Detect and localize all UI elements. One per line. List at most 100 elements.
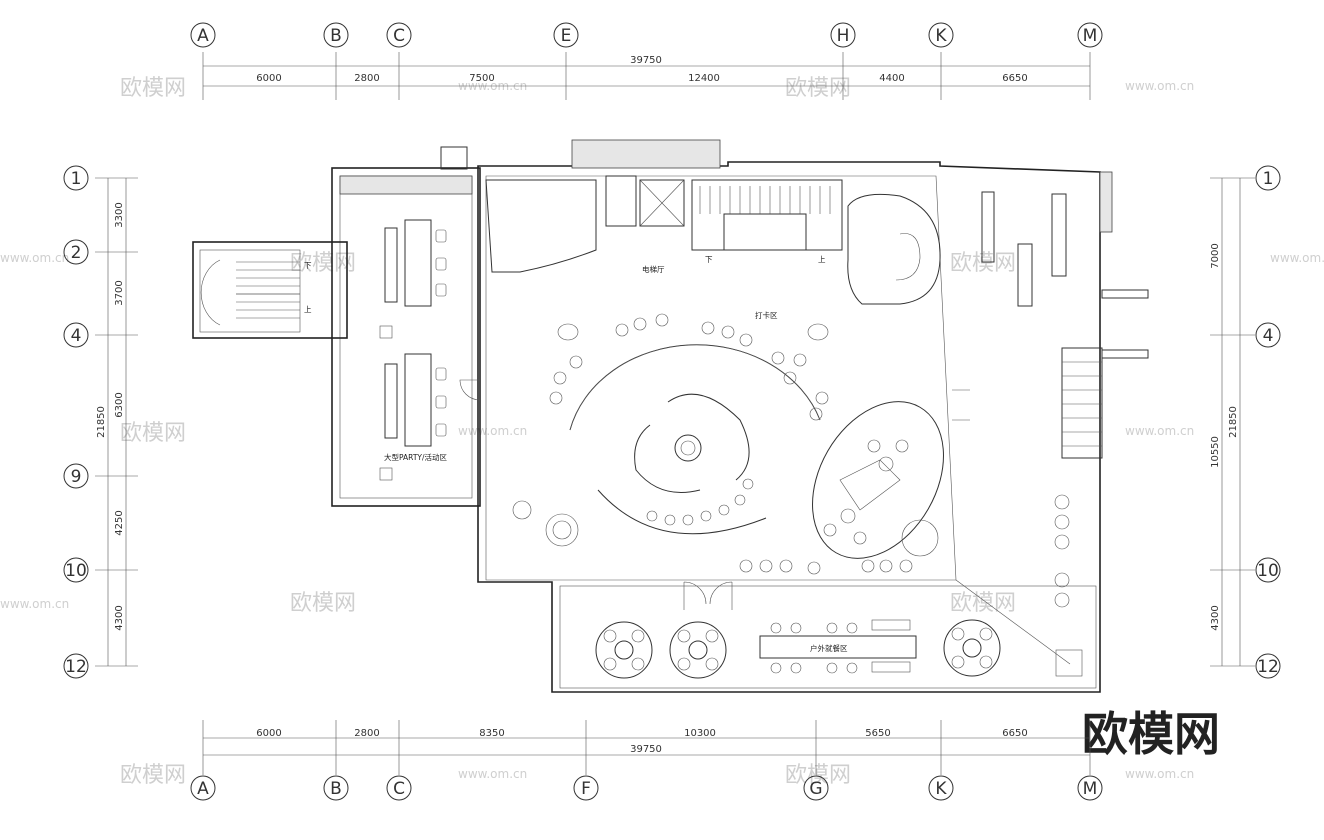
axis-bubble: A	[190, 22, 216, 48]
watermark-logo: 欧模网	[120, 421, 186, 446]
svg-text:B: B	[330, 26, 342, 46]
brand-watermark: 欧模网	[1082, 707, 1220, 761]
dimension-segment: 8350	[479, 728, 504, 739]
svg-text:9: 9	[71, 467, 82, 487]
axis-bubble: M	[1077, 775, 1103, 801]
svg-text:H: H	[837, 26, 850, 46]
central-feature: 打卡区	[512, 310, 944, 575]
dimension-total: 39750	[630, 744, 662, 755]
watermark-url: www.om.cn	[1270, 251, 1324, 265]
svg-text:1: 1	[71, 169, 82, 189]
building-outline: 下 上 下 上 电梯厅	[192, 139, 1149, 693]
svg-text:12: 12	[1257, 657, 1279, 677]
elevator-hall-label: 电梯厅	[642, 264, 665, 274]
axis-bubbles-bottom: A B C F G K M	[190, 775, 1103, 801]
axis-bubble: 12	[63, 653, 89, 679]
top-dimension-chain: 39750 6000 2800 7500 12400 4400 6650	[202, 52, 1091, 100]
svg-text:C: C	[393, 779, 405, 799]
axis-bubble: 10	[1255, 557, 1281, 583]
axis-bubbles-left: 1 2 4 9 10 12	[63, 165, 89, 679]
watermark-logo: 欧模网	[120, 76, 186, 101]
dimension-segment: 12400	[688, 73, 720, 84]
watermark-logo: 欧模网	[950, 251, 1016, 276]
dimension-segment: 3700	[114, 280, 125, 305]
outdoor-furniture: 户外就餐区	[459, 379, 1083, 679]
dimension-segment: 4400	[879, 73, 904, 84]
stair-down-label: 下	[705, 255, 713, 264]
dimension-segment: 2800	[354, 73, 379, 84]
dimension-segment: 5650	[865, 728, 890, 739]
dimension-segment: 10300	[684, 728, 716, 739]
axis-bubble: G	[803, 775, 829, 801]
dimension-total: 21850	[96, 406, 107, 438]
svg-text:M: M	[1083, 26, 1098, 46]
stair-down-label: 下	[304, 261, 312, 270]
dimension-segment: 6000	[256, 728, 281, 739]
axis-bubbles-top: A B C E H K M	[190, 22, 1103, 48]
axis-bubble: 4	[1255, 322, 1281, 348]
watermark-logo: 欧模网	[785, 763, 851, 788]
axis-bubble: 10	[63, 557, 89, 583]
axis-bubble: 2	[63, 239, 89, 265]
svg-text:G: G	[809, 779, 822, 799]
party-area-label: 大型PARTY/活动区	[384, 452, 448, 462]
axis-bubble: C	[386, 22, 412, 48]
outdoor-dining-label: 户外就餐区	[810, 643, 848, 653]
watermark-url: www.om.cn	[0, 251, 69, 265]
svg-text:10: 10	[1257, 561, 1279, 581]
dimension-segment: 7500	[469, 73, 494, 84]
watermark-layer: 欧模网 www.om.cn 欧模网 www.om.cn 欧模网 欧模网 www.…	[0, 76, 1324, 788]
axis-bubble: F	[573, 775, 599, 801]
svg-text:K: K	[935, 26, 947, 46]
watermark-logo: 欧模网	[785, 76, 851, 101]
axis-bubble: 12	[1255, 653, 1281, 679]
watermark-logo: 欧模网	[290, 251, 356, 276]
axis-bubble: A	[190, 775, 216, 801]
axis-bubble: 9	[63, 463, 89, 489]
watermark-logo: 欧模网	[120, 763, 186, 788]
axis-bubble: K	[928, 775, 954, 801]
svg-text:4: 4	[1263, 326, 1274, 346]
svg-text:K: K	[935, 779, 947, 799]
axis-bubbles-right: 1 4 10 12	[1255, 165, 1281, 679]
dimension-segment: 2800	[354, 728, 379, 739]
svg-text:2: 2	[71, 243, 82, 263]
bottom-dimension-chain: 6000 2800 8350 10300 5650 6650 39750	[202, 720, 1091, 775]
dimension-segment: 10550	[1210, 436, 1221, 468]
dimension-segment: 6650	[1002, 73, 1027, 84]
watermark-logo: 欧模网	[950, 591, 1016, 616]
svg-text:A: A	[197, 26, 209, 46]
svg-text:12: 12	[65, 657, 87, 677]
axis-bubble: B	[323, 22, 349, 48]
svg-text:B: B	[330, 779, 342, 799]
dimension-segment: 6000	[256, 73, 281, 84]
svg-text:M: M	[1083, 779, 1098, 799]
watermark-url: www.om.cn	[1125, 424, 1194, 438]
dimension-segment: 7000	[1210, 243, 1221, 268]
svg-text:A: A	[197, 779, 209, 799]
axis-bubble: K	[928, 22, 954, 48]
stair-up-label: 上	[818, 255, 826, 264]
dimension-segment: 6300	[114, 392, 125, 417]
axis-bubble: 4	[63, 322, 89, 348]
watermark-url: www.om.cn	[1125, 79, 1194, 93]
right-dimension-chain: 7000 10550 4300 21850	[1210, 177, 1255, 667]
stair-up-label: 上	[304, 305, 312, 314]
axis-bubble: 1	[63, 165, 89, 191]
axis-bubble: B	[323, 775, 349, 801]
dimension-segment: 4300	[1210, 605, 1221, 630]
dimension-segment: 3300	[114, 202, 125, 227]
svg-text:1: 1	[1263, 169, 1274, 189]
bar-area-label: 打卡区	[755, 310, 778, 320]
watermark-url: www.om.cn	[458, 767, 527, 781]
svg-text:C: C	[393, 26, 405, 46]
watermark-logo: 欧模网	[290, 591, 356, 616]
svg-text:4: 4	[71, 326, 82, 346]
dimension-total: 39750	[630, 55, 662, 66]
svg-text:F: F	[581, 779, 591, 799]
axis-bubble: 1	[1255, 165, 1281, 191]
left-dimension-chain: 3300 3700 6300 4250 4300 21850	[95, 177, 138, 667]
party-area-furniture: 大型PARTY/活动区	[379, 219, 448, 481]
axis-bubble: H	[830, 22, 856, 48]
